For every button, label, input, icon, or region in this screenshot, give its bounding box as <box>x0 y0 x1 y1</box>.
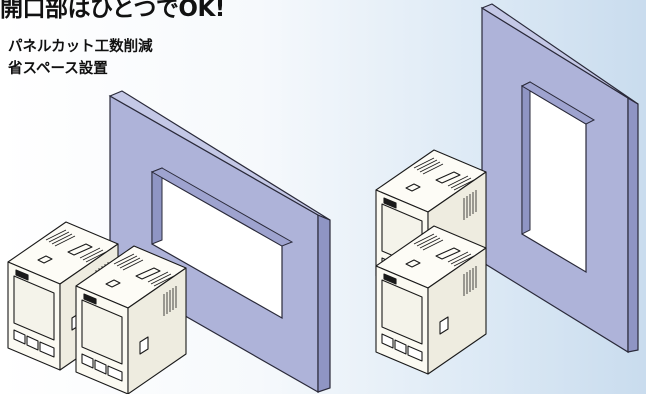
feature-list: パネルカット工数削減 省スペース設置 <box>8 36 153 80</box>
right-panel <box>480 3 639 354</box>
feature-space-saving: 省スペース設置 <box>8 61 108 77</box>
feature-panel-cut: パネルカット工数削減 <box>8 39 153 55</box>
headline: 開口部はひとつでOK! <box>0 0 225 22</box>
left-panel <box>108 90 331 394</box>
